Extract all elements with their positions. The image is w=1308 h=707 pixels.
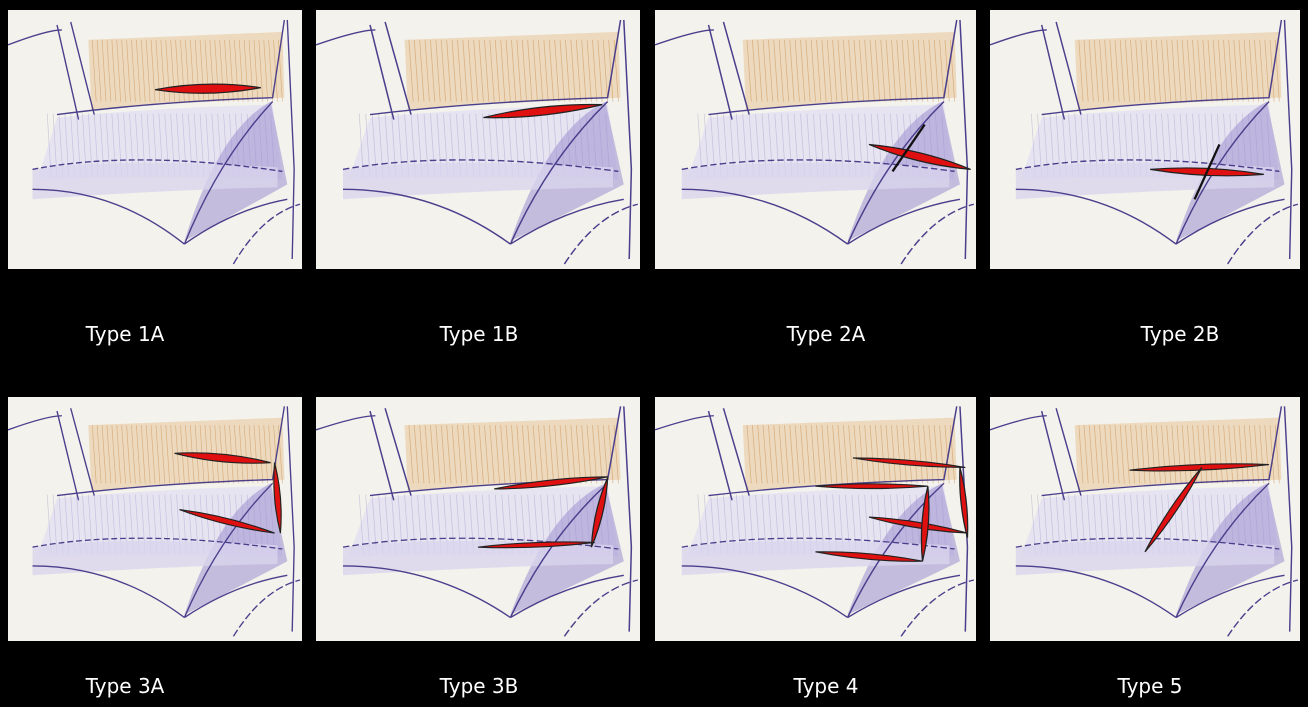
anatomy-sketch-type-1b [316,10,640,269]
caption-type-2b: Type 2B [1141,322,1220,346]
anatomy-sketch-type-1a [8,10,302,269]
caption-type-1a: Type 1A [86,322,165,346]
diagram-panel-type-1a [8,10,302,269]
diagram-panel-type-3b [316,397,640,641]
anatomy-sketch-type-2b [990,10,1300,269]
caption-type-3a: Type 3A [86,674,165,698]
caption-type-2a: Type 2A [787,322,866,346]
caption-type-3b: Type 3B [440,674,519,698]
diagram-panel-type-3a [8,397,302,641]
diagram-panel-type-1b [316,10,640,269]
caption-type-1b: Type 1B [440,322,519,346]
anatomy-sketch-type-5 [990,397,1300,641]
anatomy-sketch-type-3b [316,397,640,641]
diagram-panel-type-5 [990,397,1300,641]
red-lesion-2 [816,484,928,489]
anatomy-sketch-type-2a [655,10,976,269]
caption-type-4: Type 4 [793,674,858,698]
diagram-panel-type-2b [990,10,1300,269]
anatomy-sketch-type-3a [8,397,302,641]
diagram-panel-type-2a [655,10,976,269]
anatomy-sketch-type-4 [655,397,976,641]
caption-type-5: Type 5 [1117,674,1182,698]
diagram-panel-type-4 [655,397,976,641]
